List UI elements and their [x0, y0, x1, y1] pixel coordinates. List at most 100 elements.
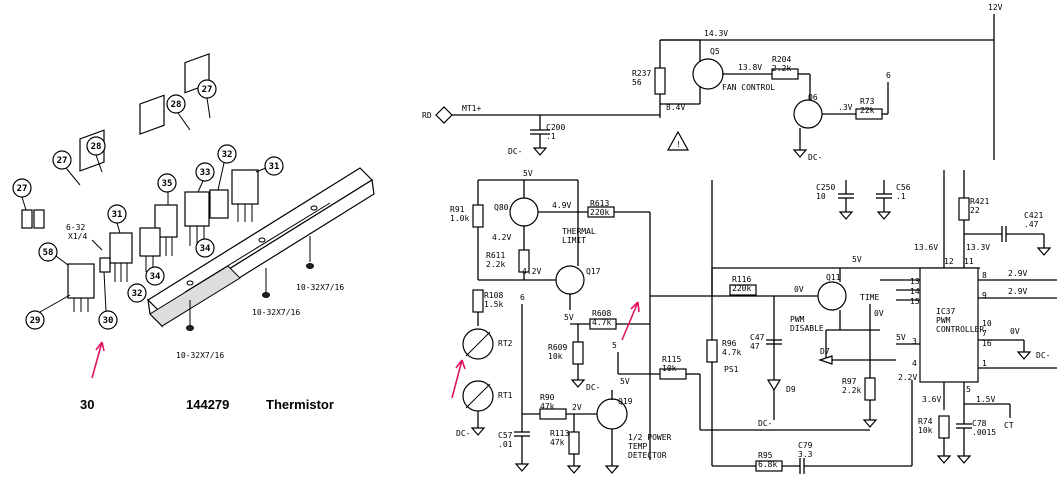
svg-text:Q5: Q5: [710, 47, 720, 56]
svg-text:Q6: Q6: [808, 93, 818, 102]
svg-text:5V: 5V: [852, 255, 862, 264]
screw-label-1: 10-32X7/16: [296, 283, 344, 292]
svg-text:34: 34: [150, 272, 161, 282]
svg-text:28: 28: [91, 142, 102, 152]
screw-label-3: 10-32X7/16: [176, 351, 224, 360]
svg-text:Q19: Q19: [618, 397, 633, 406]
callout-28: 28: [166, 94, 191, 131]
svg-text:12V: 12V: [988, 3, 1003, 12]
callout-30: 30: [98, 271, 118, 330]
svg-text:27: 27: [17, 184, 28, 194]
svg-text:D7: D7: [820, 347, 830, 356]
svg-text:4.9V: 4.9V: [552, 201, 571, 210]
svg-text:C56.1: C56.1: [896, 183, 911, 201]
svg-text:Q11: Q11: [826, 273, 841, 282]
mounting-screws: [91, 236, 314, 331]
callout-31: 31: [255, 156, 284, 176]
svg-text:.3V: .3V: [838, 103, 853, 112]
svg-text:5: 5: [612, 341, 617, 350]
svg-text:CT: CT: [1004, 421, 1014, 430]
svg-text:TIME: TIME: [860, 293, 879, 302]
svg-text:DC-: DC-: [758, 419, 772, 428]
callout-32: 32: [127, 283, 147, 303]
callout-28: 28: [86, 136, 106, 173]
svg-text:0V: 0V: [874, 309, 884, 318]
svg-text:DC-: DC-: [508, 147, 522, 156]
svg-text:PS1: PS1: [724, 365, 739, 374]
svg-text:8.4V: 8.4V: [666, 103, 685, 112]
heatsink-extrusion: [147, 167, 375, 328]
callout-27: 27: [197, 79, 217, 119]
callout-34: 34: [145, 266, 165, 286]
svg-text:28: 28: [171, 100, 182, 110]
callout-28-lower: 28: [0, 0, 11, 3]
svg-text:58: 58: [43, 248, 54, 258]
svg-text:Q17: Q17: [586, 267, 601, 276]
exploded-view: 27 28 27 28 27 32 31 35 33 31 34 34 32 2…: [0, 0, 375, 379]
svg-text:FAN CONTROL: FAN CONTROL: [722, 83, 775, 92]
svg-text:4.2V: 4.2V: [492, 233, 511, 242]
svg-text:DC-: DC-: [586, 383, 600, 392]
screw-label-2: 10-32X7/16: [252, 308, 300, 317]
callout-27: 27: [12, 178, 32, 211]
svg-text:RT1: RT1: [498, 391, 513, 400]
svg-text:2V: 2V: [572, 403, 582, 412]
highlight-arrow-rt: [451, 359, 466, 399]
rd-input: RD MT1+ C200.1 DC-: [422, 104, 660, 156]
svg-text:1: 1: [982, 359, 987, 368]
svg-text:0V: 0V: [1010, 327, 1020, 336]
svg-text:34: 34: [200, 244, 211, 254]
highlight-arrow-thermistor: [91, 341, 105, 379]
svg-text:!: !: [676, 140, 681, 149]
svg-text:1.5V: 1.5V: [976, 395, 995, 404]
svg-text:4: 4: [912, 359, 917, 368]
svg-text:3: 3: [912, 337, 917, 346]
legend-description: Thermistor: [266, 397, 334, 412]
svg-text:9: 9: [982, 291, 987, 300]
svg-text:C421.47: C421.47: [1024, 211, 1043, 229]
svg-text:Q80: Q80: [494, 203, 509, 212]
svg-text:29: 29: [30, 316, 41, 326]
callout-35: 35: [157, 173, 177, 205]
svg-text:32: 32: [132, 289, 143, 299]
svg-text:5V: 5V: [523, 169, 533, 178]
svg-text:5: 5: [966, 385, 971, 394]
svg-text:27: 27: [57, 156, 68, 166]
callout-33: 33: [195, 162, 215, 193]
svg-text:6: 6: [886, 71, 891, 80]
svg-text:27: 27: [202, 85, 213, 95]
svg-text:2.9V: 2.9V: [1008, 269, 1027, 278]
callout-27-lower: 27: [0, 0, 11, 3]
svg-text:5V: 5V: [620, 377, 630, 386]
svg-text:33: 33: [200, 168, 211, 178]
svg-text:13: 13: [910, 277, 920, 286]
svg-text:7: 7: [982, 329, 987, 338]
svg-text:6: 6: [520, 293, 525, 302]
warning-icon: [666, 130, 690, 151]
svg-text:5V: 5V: [896, 333, 906, 342]
svg-text:D9: D9: [786, 385, 796, 394]
svg-text:RT2: RT2: [498, 339, 513, 348]
